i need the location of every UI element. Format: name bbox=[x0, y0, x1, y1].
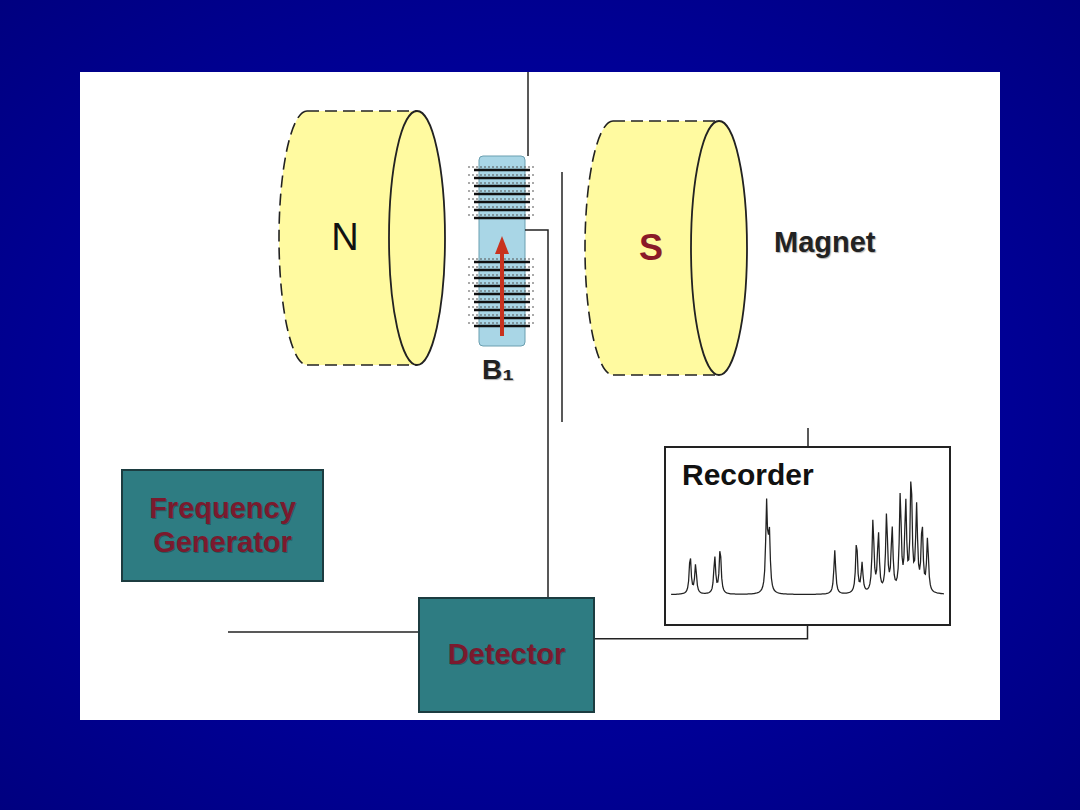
coil-winding bbox=[474, 201, 530, 203]
recorder-box: Recorder bbox=[664, 446, 951, 626]
recorder-title: Recorder bbox=[682, 458, 814, 493]
b1-arrowhead bbox=[495, 236, 509, 254]
instrument-box: Detector bbox=[418, 597, 595, 713]
coil-winding bbox=[474, 185, 530, 187]
instrument-box: Frequency Generator bbox=[121, 469, 324, 582]
coil-winding bbox=[474, 193, 530, 195]
coil-winding bbox=[474, 209, 530, 211]
recorder-lead bbox=[807, 428, 809, 446]
pole-letter: S bbox=[639, 227, 663, 268]
coil-winding bbox=[474, 169, 530, 171]
plate-line bbox=[561, 172, 563, 422]
b1-label: B₁ bbox=[482, 354, 514, 386]
coil-lead bbox=[525, 230, 548, 598]
pole-letter: N bbox=[331, 216, 358, 260]
b1-arrow bbox=[500, 250, 504, 336]
signal-wire bbox=[595, 626, 808, 639]
input-line bbox=[228, 631, 418, 633]
coil-winding bbox=[474, 217, 530, 219]
magnet-pole-shape bbox=[582, 118, 750, 378]
box-title: Detector bbox=[448, 638, 566, 671]
coil-loop bbox=[468, 167, 536, 168]
coil-loop bbox=[468, 175, 536, 176]
coil-loop bbox=[468, 183, 536, 184]
holder-rod bbox=[527, 72, 529, 156]
magnet-pole: S bbox=[582, 118, 750, 378]
coil-loop bbox=[468, 207, 536, 208]
magnet-pole: N bbox=[276, 108, 448, 368]
box-title: Frequency Generator bbox=[133, 492, 312, 559]
coil-winding bbox=[474, 177, 530, 179]
magnet-pole-shape bbox=[276, 108, 448, 368]
coil-loop bbox=[468, 191, 536, 192]
coil-loop bbox=[468, 199, 536, 200]
coil-loop bbox=[468, 215, 536, 216]
magnet-label: Magnet bbox=[774, 226, 876, 259]
